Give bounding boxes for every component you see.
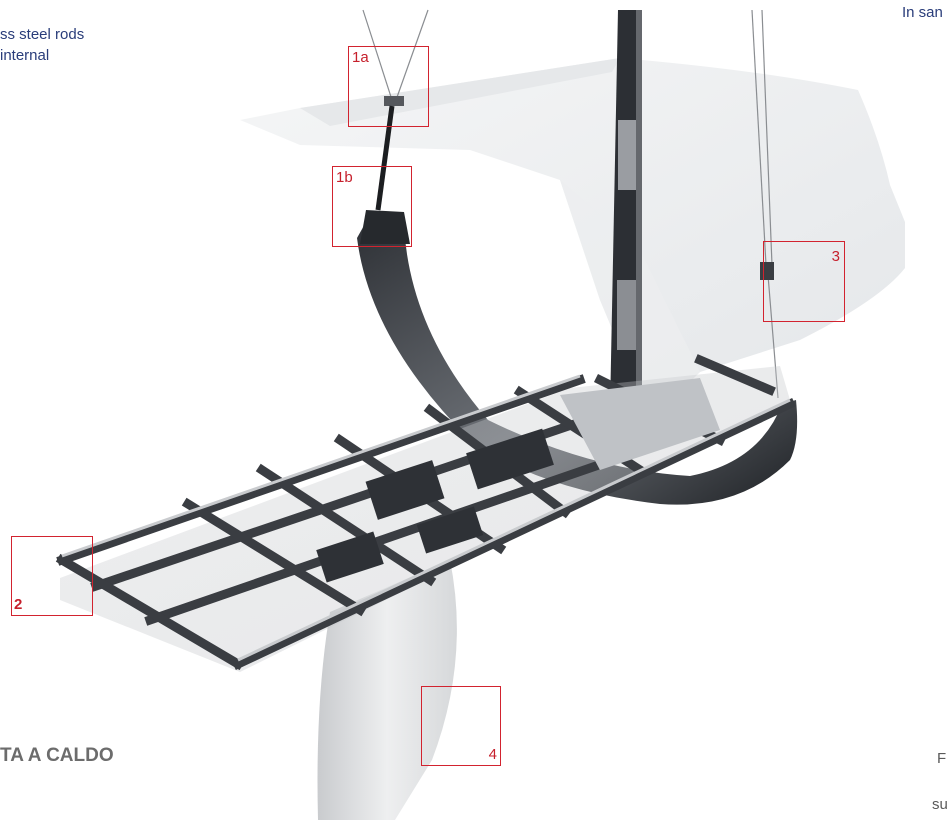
section-heading: TA A CALDO bbox=[0, 745, 114, 766]
bottom-right-text-2: su bbox=[932, 796, 948, 813]
description-line-2: internal bbox=[0, 47, 50, 64]
callout-box-1a: 1a bbox=[348, 46, 429, 127]
rigging-wires bbox=[362, 9, 779, 399]
callout-label-3: 3 bbox=[831, 248, 840, 265]
description-text: ss steel rods internal bbox=[0, 24, 84, 66]
top-right-text: In san bbox=[902, 4, 943, 21]
callout-box-2: 2 bbox=[11, 536, 93, 616]
description-line-1: ss steel rods bbox=[0, 26, 85, 43]
callout-box-3: 3 bbox=[763, 241, 845, 322]
rod-fitting-top bbox=[375, 96, 404, 211]
bottom-right-text-1: F bbox=[937, 750, 947, 767]
callout-label-1b: 1b bbox=[336, 169, 353, 186]
callout-box-1b: 1b bbox=[332, 166, 412, 247]
callout-label-1a: 1a bbox=[352, 49, 369, 66]
frame-structure bbox=[55, 354, 796, 672]
mast bbox=[610, 10, 642, 410]
callout-label-4: 4 bbox=[488, 746, 497, 763]
keel-fin bbox=[317, 560, 457, 820]
callout-label-2: 2 bbox=[14, 596, 23, 613]
callout-box-4: 4 bbox=[421, 686, 501, 766]
